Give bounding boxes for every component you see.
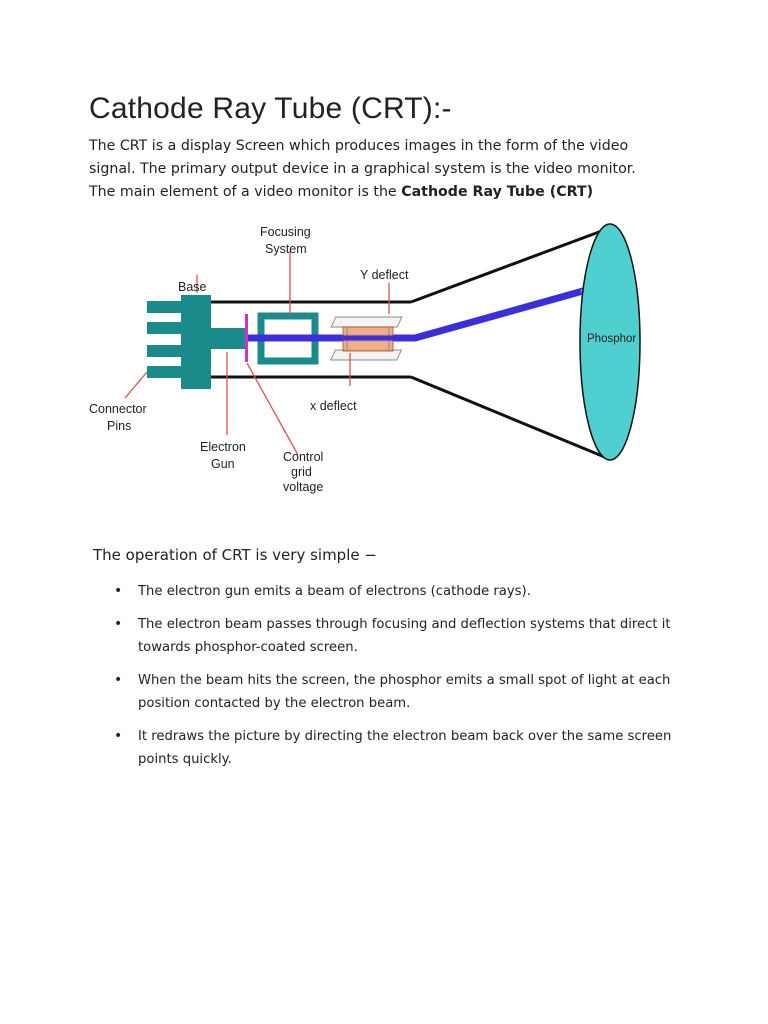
label-x-deflect: x deflect xyxy=(310,399,357,413)
bullet-4-line-1: It redraws the picture by directing the … xyxy=(138,729,672,744)
operation-list: The electron gun emits a beam of electro… xyxy=(114,580,694,781)
bullet-3-line-1: When the beam hits the screen, the phosp… xyxy=(138,673,671,688)
bullet-3-line-2: position contacted by the electron beam. xyxy=(138,696,411,711)
bullet-2-line-2: towards phosphor-coated screen. xyxy=(138,640,358,655)
crt-diagram: Base Focusing System Y deflect x deflect… xyxy=(89,223,641,494)
list-item: It redraws the picture by directing the … xyxy=(114,725,694,771)
bullet-4-line-2: points quickly. xyxy=(138,752,232,767)
control-grid xyxy=(245,314,248,362)
connector-pins xyxy=(147,301,183,378)
operation-heading: The operation of CRT is very simple − xyxy=(93,546,377,564)
list-item: The electron gun emits a beam of electro… xyxy=(114,580,694,603)
electron-beam xyxy=(248,277,618,342)
label-electron-1: Electron xyxy=(200,440,246,454)
label-focusing-2: System xyxy=(265,242,307,256)
phosphor-screen xyxy=(579,223,641,461)
base-block xyxy=(181,295,211,389)
intro-line-3-prefix: The main element of a video monitor is t… xyxy=(89,184,402,200)
list-item: The electron beam passes through focusin… xyxy=(114,613,694,659)
bullet-2-line-1: The electron beam passes through focusin… xyxy=(138,617,671,632)
intro-line-1: The CRT is a display Screen which produc… xyxy=(89,138,629,154)
page-title: Cathode Ray Tube (CRT):- xyxy=(89,92,452,125)
intro-line-3-bold: Cathode Ray Tube (CRT) xyxy=(401,184,594,200)
bullet-1-line-1: The electron gun emits a beam of electro… xyxy=(138,584,531,599)
label-connector-2: Pins xyxy=(107,419,131,433)
tube-outline xyxy=(207,227,608,460)
list-item: When the beam hits the screen, the phosp… xyxy=(114,669,694,715)
label-base: Base xyxy=(178,280,207,294)
electron-gun xyxy=(210,328,245,349)
label-control-2: grid xyxy=(291,465,312,479)
deflection-plates xyxy=(330,316,415,361)
intro-line-2: signal. The primary output device in a g… xyxy=(89,161,636,177)
label-focusing-1: Focusing xyxy=(260,225,311,239)
label-electron-2: Gun xyxy=(211,457,235,471)
intro-paragraph: The CRT is a display Screen which produc… xyxy=(89,135,689,204)
label-control-3: voltage xyxy=(283,480,323,494)
label-connector-1: Connector xyxy=(89,402,147,416)
label-y-deflect: Y deflect xyxy=(360,268,409,282)
pointer-lines xyxy=(124,251,390,456)
label-control-1: Control xyxy=(283,450,323,464)
label-phosphor: Phosphor xyxy=(587,333,636,345)
